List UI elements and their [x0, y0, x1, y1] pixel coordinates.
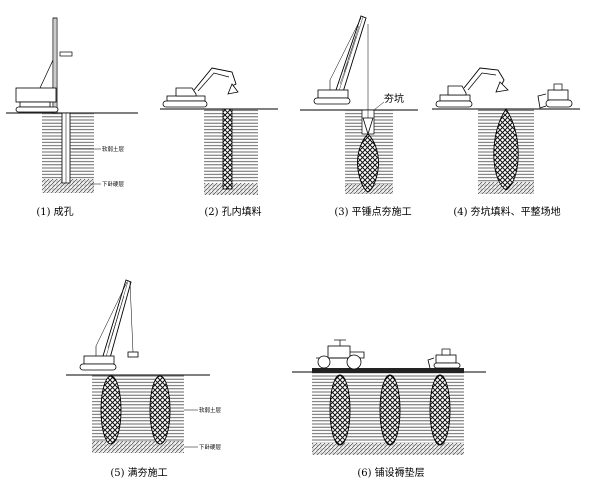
cushion-layer [312, 368, 464, 373]
step-1-drilling: 软弱土层 下卧硬层 (1) 成孔 [6, 17, 138, 218]
bulldozer [427, 348, 461, 369]
step-6-cushion-layer: (6) 铺设褥垫层 [292, 339, 486, 479]
bulb-column-2 [379, 374, 401, 446]
bulb-column [357, 133, 379, 193]
hard-layer [42, 179, 94, 193]
road-roller [316, 339, 365, 370]
label-hard-layer: 下卧硬层 [102, 180, 125, 188]
label-soft-soil: 软弱土层 [199, 406, 222, 414]
hard-layer [92, 441, 184, 453]
bulb-column-left [100, 375, 122, 445]
caption-step-6: (6) 铺设褥垫层 [357, 466, 424, 479]
filled-column [222, 108, 233, 190]
label-hard-layer: 下卧硬层 [199, 443, 222, 451]
caption-step-2: (2) 孔内填料 [204, 205, 261, 218]
bulldozer [537, 83, 573, 109]
step-5-full-tamping: 软弱土层 下卧硬层 (5) 满夯施工 [66, 279, 222, 479]
caption-step-1: (1) 成孔 [36, 206, 73, 218]
bulb-column-right [149, 375, 171, 445]
flat-hammer [127, 351, 139, 358]
caption-step-5: (5) 满夯施工 [110, 466, 167, 479]
excavator [435, 67, 509, 108]
label-soft-soil: 软弱土层 [102, 145, 125, 153]
caption-step-3: (3) 平锤点夯施工 [334, 205, 411, 218]
bulb-column [493, 108, 519, 191]
step-2-fill-hole: (2) 孔内填料 [160, 67, 278, 218]
bulb-column-3 [429, 374, 451, 446]
excavator [162, 67, 239, 108]
hard-layer [312, 443, 464, 455]
drilling-rig [15, 17, 73, 114]
label-tamping-pit: 夯坑 [384, 92, 404, 105]
step-3-point-tamping: 夯坑 (3) 平锤点夯施工 [300, 15, 418, 218]
caption-step-4: (4) 夯坑填料、平整场地 [453, 205, 560, 218]
crawler-crane [79, 279, 139, 371]
step-4-fill-and-level: (4) 夯坑填料、平整场地 [432, 67, 580, 218]
bulb-column-1 [329, 374, 351, 446]
crawler-crane [313, 15, 367, 105]
